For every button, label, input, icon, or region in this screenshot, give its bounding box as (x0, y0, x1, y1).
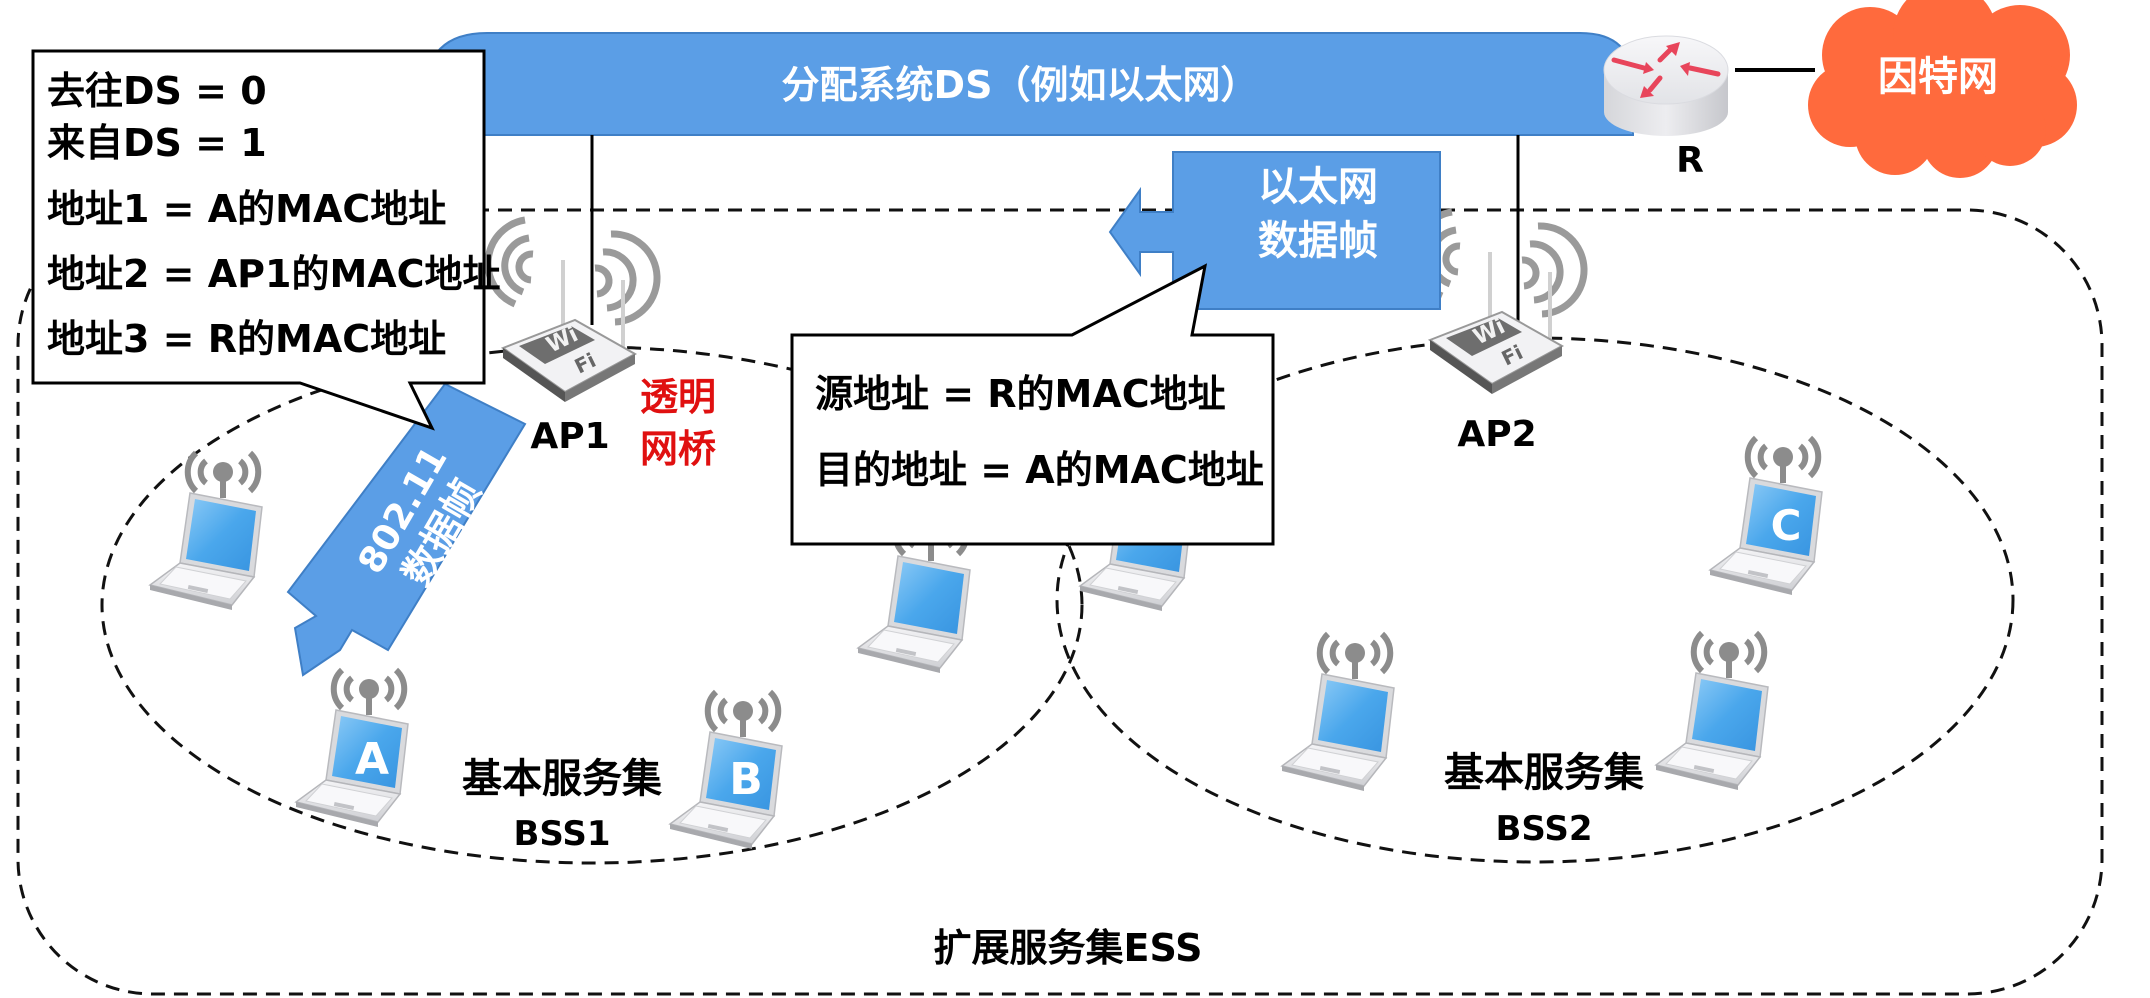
station-bss2-4 (1656, 633, 1768, 790)
station-a: A (296, 670, 408, 827)
station-a-label: A (355, 734, 389, 785)
ap1-icon (488, 220, 657, 402)
ess-boundary (16, 208, 2104, 996)
wifi-address-callout: 去往DS = 0 来自DS = 1 地址1 = A的MAC地址 地址2 = AP… (31, 49, 501, 431)
ap2-label: AP2 (1457, 414, 1536, 455)
address3-field: 地址3 = R的MAC地址 (47, 317, 446, 361)
router-icon (1603, 35, 1729, 136)
ethernet-address-callout: 源地址 = R的MAC地址 目的地址 = A的MAC地址 (790, 263, 1275, 546)
address2-field: 地址2 = AP1的MAC地址 (47, 252, 501, 296)
ap1-note-line2: 网桥 (640, 427, 716, 471)
ethernet-destination-address: 目的地址 = A的MAC地址 (815, 448, 1264, 492)
router-label: R (1676, 140, 1704, 181)
station-bss2-3 (1282, 634, 1394, 791)
ap1-note-line1: 透明 (640, 375, 716, 419)
bss1-sublabel: BSS1 (513, 814, 610, 854)
ethernet-frame-arrow: 以太网 数据帧 (1108, 151, 1441, 310)
station-b-label: B (729, 754, 763, 805)
wifi-frame-arrow: 802.11 数据帧 (286, 382, 527, 677)
distribution-system: 分配系统DS（例如以太网） (424, 32, 1634, 136)
to-ds-field: 去往DS = 0 (47, 69, 267, 113)
bss1-label: 基本服务集 (462, 756, 662, 802)
ess-label: 扩展服务集ESS (934, 926, 1203, 970)
station-c-label: C (1771, 501, 1802, 550)
internet-label: 因特网 (1878, 54, 1998, 100)
bss2-sublabel: BSS2 (1495, 809, 1592, 849)
ap1-label: AP1 (530, 416, 609, 457)
address1-field: 地址1 = A的MAC地址 (47, 187, 446, 231)
from-ds-field: 来自DS = 1 (47, 121, 267, 165)
station-bss1-1 (150, 453, 262, 610)
ethernet-frame-line2: 数据帧 (1258, 218, 1378, 264)
station-b: B (670, 692, 782, 849)
internet-cloud: 因特网 (1808, 0, 2077, 178)
station-c: C (1710, 438, 1822, 595)
bss2-label: 基本服务集 (1444, 750, 1644, 796)
ethernet-source-address: 源地址 = R的MAC地址 (815, 372, 1226, 416)
ethernet-frame-line1: 以太网 (1258, 164, 1378, 210)
distribution-system-label: 分配系统DS（例如以太网） (782, 63, 1259, 107)
